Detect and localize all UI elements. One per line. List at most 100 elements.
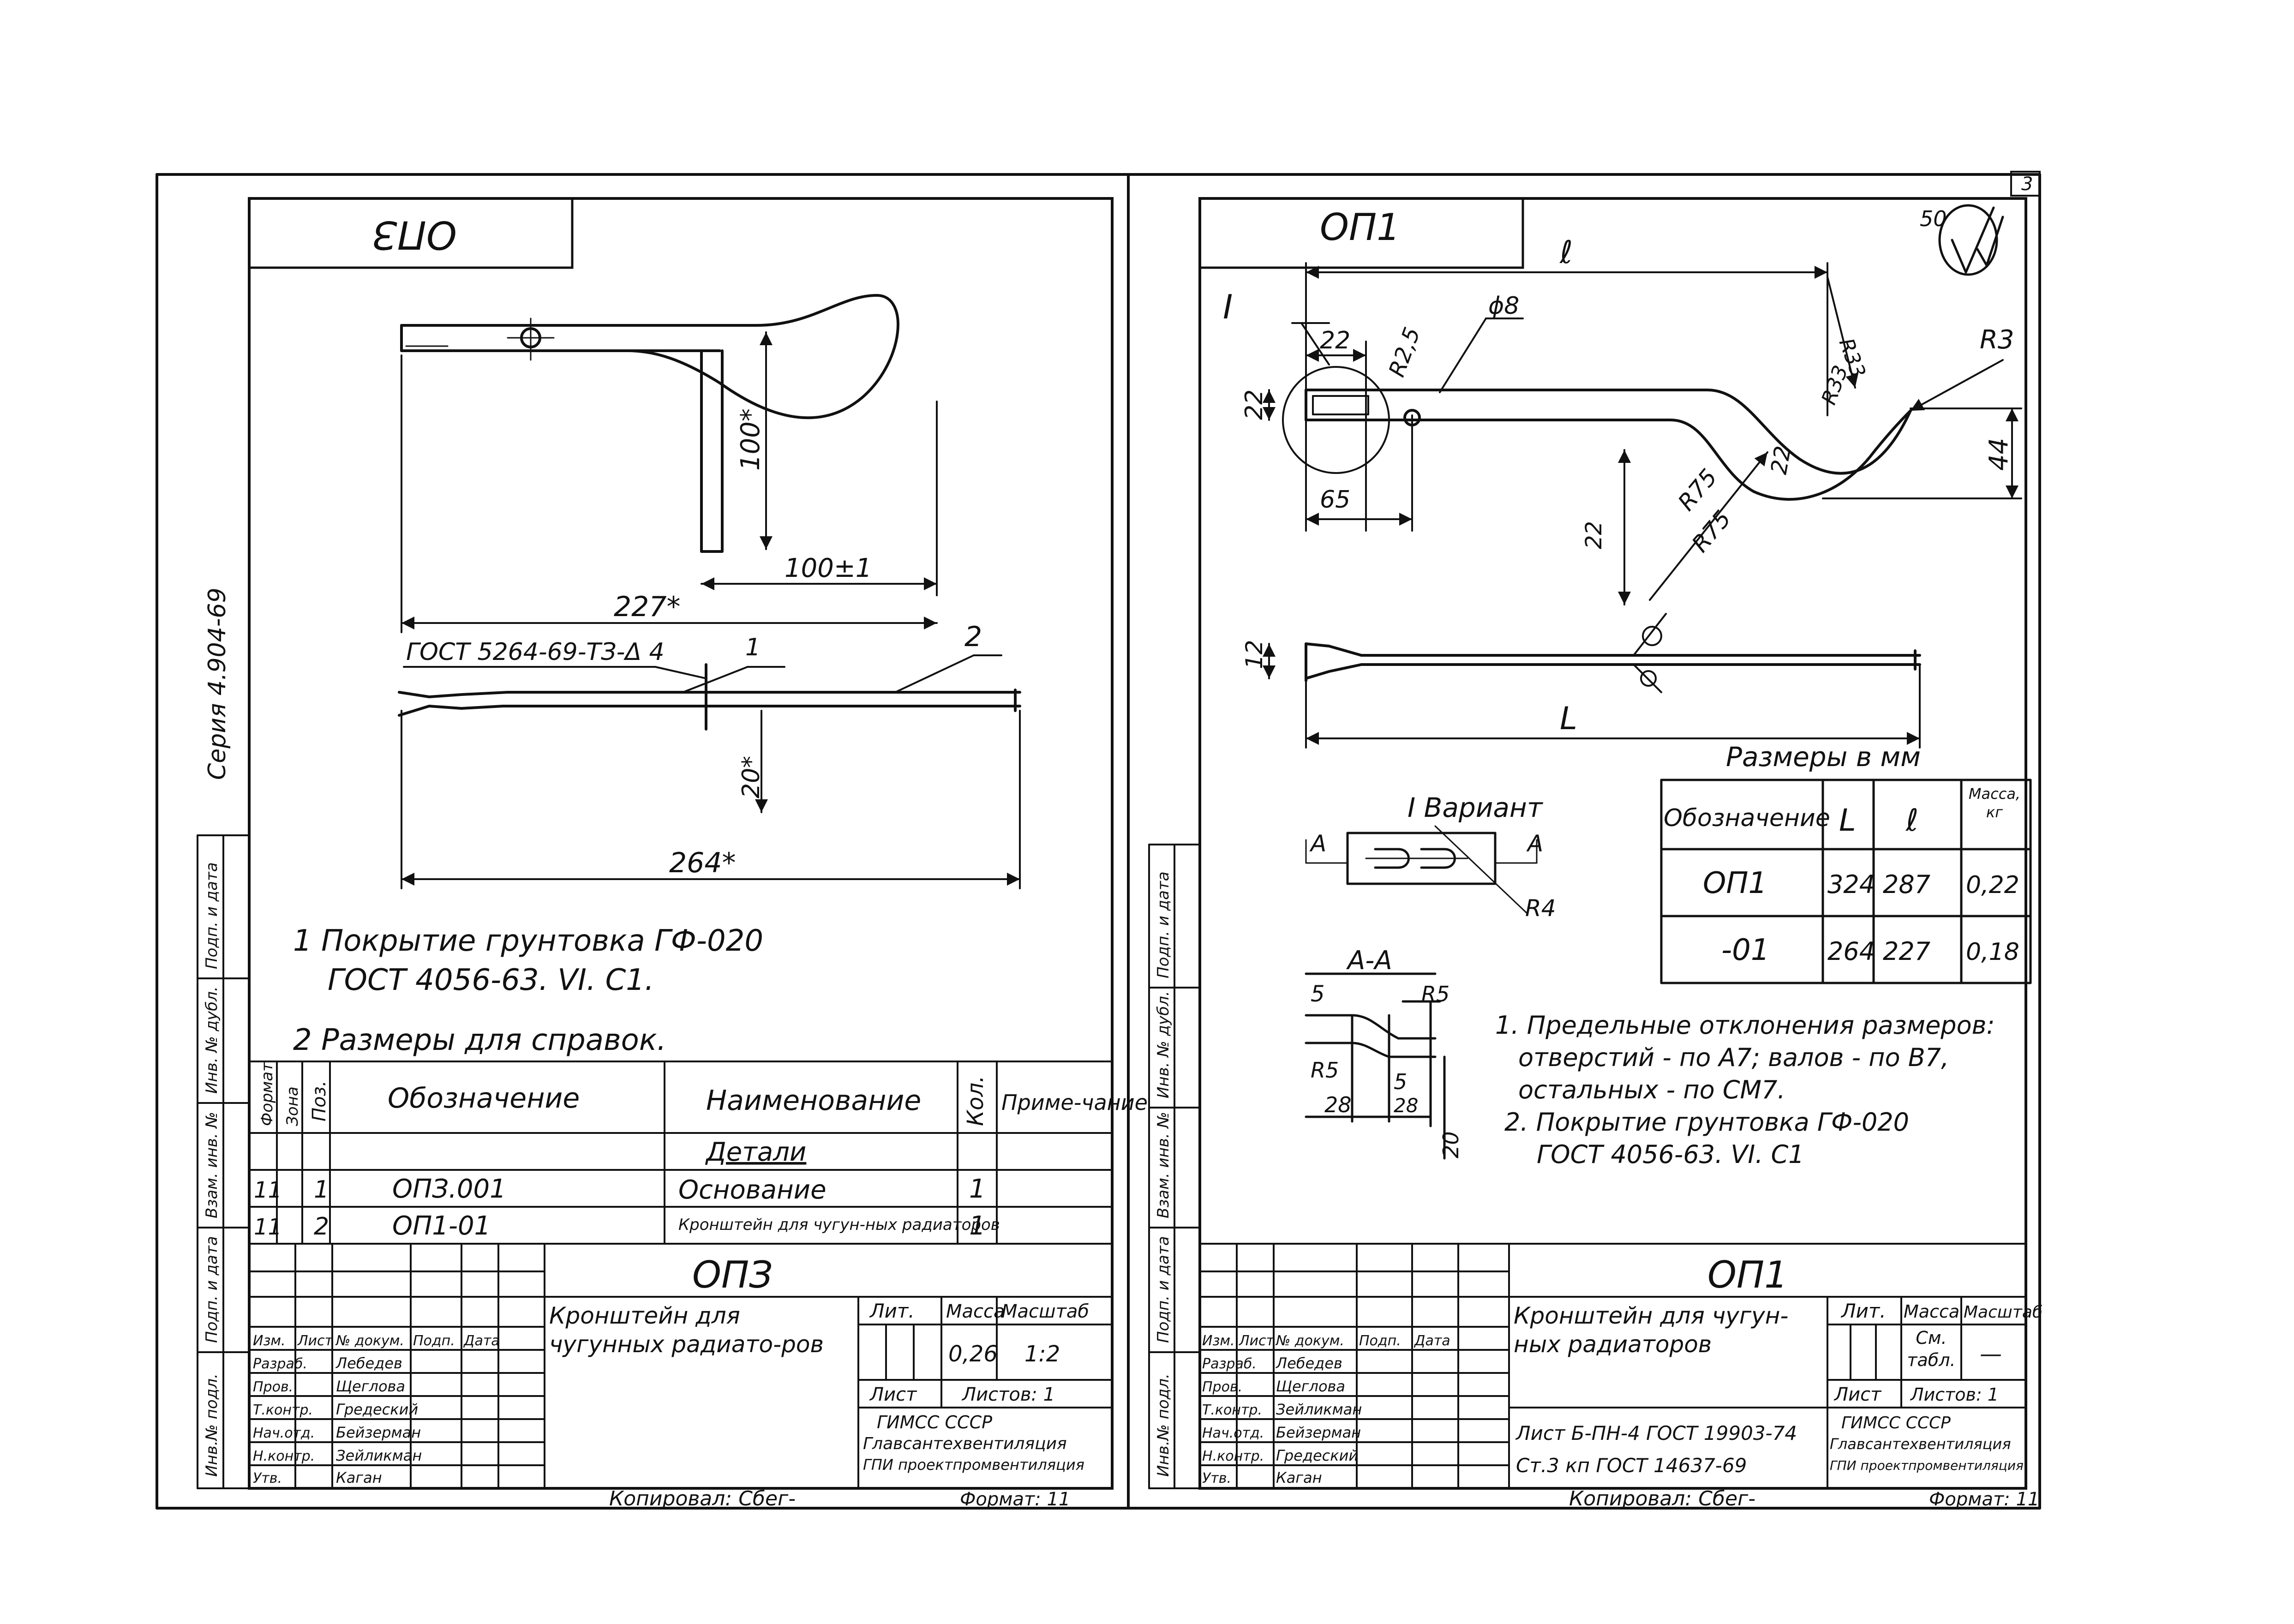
size-row-L: 324 [1827, 870, 1875, 899]
staff-role: Пров. [1202, 1379, 1242, 1395]
strip-label: Подп. и дата [203, 862, 221, 969]
right-material-2: Ст.3 кп ГОСТ 14637-69 [1516, 1454, 1747, 1477]
spec-header-note: Приме-чание [1001, 1090, 1148, 1115]
strip-label: Инв.№ подл. [1154, 1373, 1173, 1477]
right-strip-labels: Инв.№ подл. Подп. и дата Взам. инв. № Ин… [1154, 871, 1173, 1477]
size-table [1660, 779, 2032, 984]
staff-col: Лист [1239, 1333, 1275, 1349]
left-scale-value: 1:2 [1024, 1341, 1060, 1367]
right-side-strip [1148, 844, 1201, 1489]
left-title-code: ОПЗ [692, 1253, 773, 1296]
staff-name: Каган [336, 1469, 382, 1486]
right-org-3: ГПИ проектпромвентиляция [1830, 1458, 2024, 1473]
spec-row-designation: ОП1-01 [392, 1211, 491, 1241]
staff-name: Гредеский [1276, 1447, 1358, 1464]
variant-label: I Вариант [1408, 792, 1544, 823]
dim-l: ℓ [1559, 234, 1573, 271]
staff-name: Лебедев [1276, 1354, 1342, 1372]
right-stamp-code: ОП1 [1320, 206, 1400, 249]
left-lit-label: Лит. [869, 1300, 915, 1322]
dim-L: L [1560, 701, 1577, 737]
aa-dim-5: 5 [1311, 981, 1325, 1007]
aa-dim-28: 28 [1324, 1092, 1352, 1117]
size-row-mass: 0,22 [1966, 871, 2019, 899]
right-org-1: ГИМСС СССР [1841, 1414, 1951, 1432]
right-bracket-side-view [1305, 642, 1921, 682]
staff-role: Н.контр. [1202, 1448, 1264, 1464]
staff-name: Лебедев [335, 1354, 402, 1372]
right-lit-label: Лит. [1840, 1300, 1886, 1322]
staff-name: Бейзерман [1276, 1424, 1361, 1441]
roughness-value: 50 [1920, 206, 1947, 231]
aa-dim-5b: 5 [1394, 1069, 1407, 1094]
left-stamp: ОПЗ [248, 197, 574, 269]
right-note-2: 2. Покрытие грунтовка ГФ-020 [1504, 1108, 1909, 1137]
dim-100-width: 100±1 [785, 553, 872, 583]
left-staff-rows: Изм. Лист № докум. Подп. Дата Разраб. Ле… [253, 1333, 500, 1486]
staff-role: Разраб. [1202, 1356, 1257, 1372]
spec-row-name: Основание [678, 1175, 827, 1205]
right-scale-value: — [1980, 1341, 2002, 1367]
section-AA-label: А-А [1346, 946, 1392, 976]
staff-col: Дата [1414, 1333, 1450, 1349]
dim-22-bottom: 22 [1581, 521, 1607, 549]
dim-22-top: 22 [1320, 327, 1350, 354]
left-strip-labels: Инв.№ подл. Подп. и дата Взам. инв. № Ин… [203, 862, 221, 1477]
right-mass-label: Масса [1904, 1301, 1959, 1322]
section-AA-detail [1305, 972, 1446, 1160]
right-bracket-top-view [1282, 366, 1912, 501]
staff-col: № докум. [1275, 1333, 1344, 1349]
left-copy-label: Копировал: Сбег- [609, 1487, 796, 1510]
section-A-right: А [1526, 830, 1543, 857]
aa-dim-r5b: R5 [1311, 1058, 1339, 1083]
right-title-block [1199, 1243, 2027, 1489]
dim-r3: R3 [1980, 325, 2014, 355]
right-note-1c: остальных - по СМ7. [1518, 1075, 1785, 1104]
spec-header-pos: Поз. [309, 1080, 330, 1121]
right-note-1: 1. Предельные отклонения размеров: [1495, 1011, 1995, 1040]
variant-detail [1305, 825, 1538, 915]
staff-col: Изм. [1202, 1333, 1235, 1349]
view-I-label: I [1223, 288, 1233, 326]
staff-role: Т.контр. [253, 1402, 313, 1418]
strip-label: Подп. и дата [1154, 871, 1173, 978]
size-header-L: L [1839, 803, 1856, 838]
right-side-dimensions [1263, 613, 1921, 749]
right-copy-label: Копировал: Сбег- [1569, 1487, 1755, 1510]
left-note-1: 1 Покрытие грунтовка ГФ-020 [293, 924, 763, 958]
left-stamp-code: ОПЗ [372, 212, 457, 258]
staff-role: Нач.отд. [1202, 1425, 1264, 1441]
staff-name: Зейликман [1276, 1401, 1362, 1418]
dim-100-height: 100* [736, 408, 766, 471]
sheet-number: 3 [2021, 174, 2033, 195]
aa-dim-r5: R5 [1421, 982, 1449, 1007]
spec-header-designation: Обозначение [388, 1082, 580, 1115]
size-header-mass: Масса, кг [1968, 785, 2021, 821]
size-row-designation: ОП1 [1703, 866, 1767, 900]
strip-label: Подп. и дата [203, 1236, 221, 1343]
dim-44: 44 [1984, 438, 2014, 471]
right-sheets-label: Листов: 1 [1910, 1384, 1999, 1405]
staff-role: Н.контр. [253, 1448, 315, 1464]
left-side-dimensions [401, 710, 1021, 889]
roughness-symbol [1938, 204, 2004, 276]
dim-65: 65 [1320, 486, 1350, 514]
left-org-2: Главсантехвентиляция [863, 1434, 1067, 1453]
size-header-l: ℓ [1905, 803, 1918, 838]
strip-label: Инв. № дубл. [1154, 991, 1173, 1098]
left-title-name: Кронштейн для чугунных радиато-ров [549, 1302, 824, 1358]
sheet-number-box: 3 [2010, 171, 2041, 197]
right-title-name: Кронштейн для чугун-ных радиаторов [1514, 1302, 1789, 1358]
left-mass-label: Масса [946, 1301, 1005, 1322]
left-bracket-top-view [400, 294, 899, 553]
staff-role: Нач.отд. [253, 1425, 315, 1441]
weld-note: ГОСТ 5264-69-ТЗ-Δ 4 [406, 638, 665, 666]
section-A-left: А [1309, 830, 1326, 857]
dim-r2-5: R2,5 [1384, 324, 1426, 380]
size-caption: Размеры в мм [1726, 741, 1921, 773]
left-spec-table [248, 1061, 1113, 1245]
right-mass-value: См. табл. [1907, 1328, 1956, 1370]
strip-label: Взам. инв. № [1154, 1112, 1173, 1218]
staff-role: Утв. [253, 1470, 282, 1486]
